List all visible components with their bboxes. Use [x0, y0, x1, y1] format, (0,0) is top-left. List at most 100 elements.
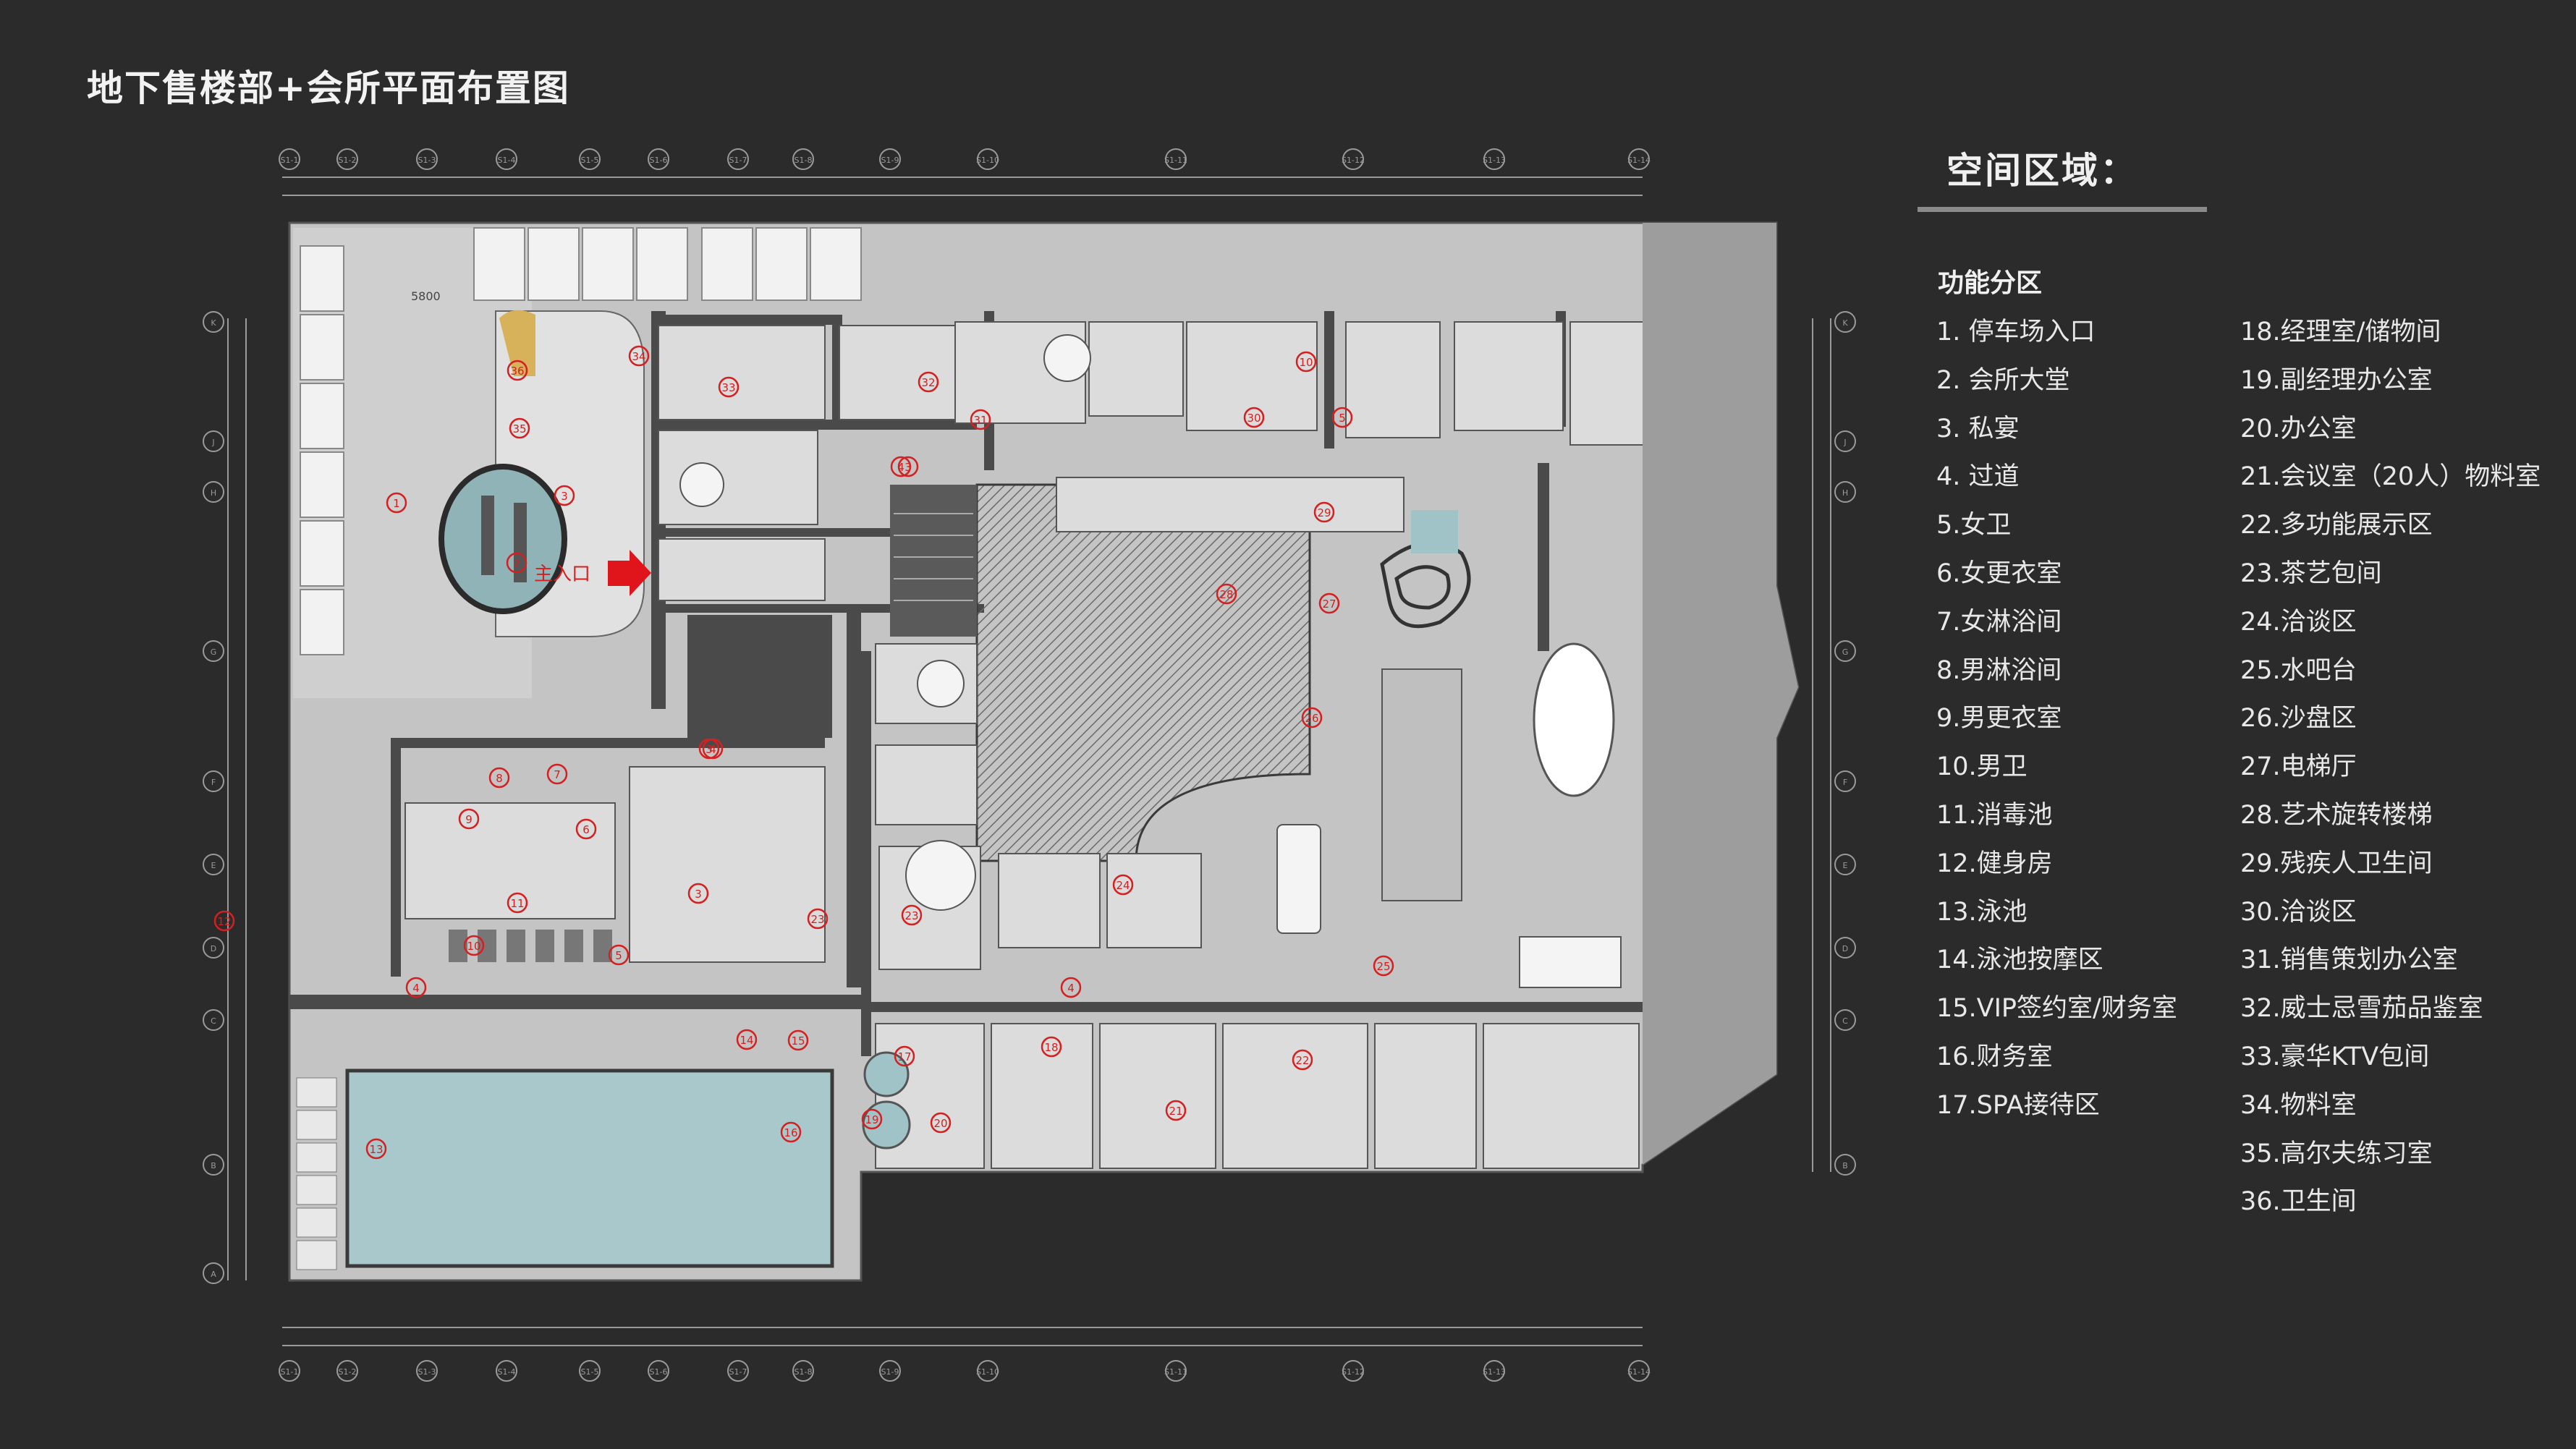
grid-label: S1-5	[581, 156, 599, 165]
room-marker-circle	[1112, 874, 1134, 896]
grid-bubble	[792, 1360, 814, 1382]
grid-label: E	[211, 861, 216, 870]
grid-label: S1-6	[650, 156, 668, 165]
legend-item: 27.电梯厅	[2240, 752, 2357, 782]
legend-underline	[1918, 207, 2207, 212]
grid-bubble	[203, 770, 224, 792]
grid-bubble	[1628, 148, 1650, 170]
room-marker-circle	[509, 417, 530, 439]
legend-item: 5.女卫	[1936, 511, 2012, 540]
room-marker-circle	[386, 492, 407, 514]
room-marker-number: 28	[1219, 588, 1233, 601]
grid-label: B	[211, 1161, 216, 1170]
room-marker-number: 19	[865, 1113, 878, 1126]
grid-label: G	[1842, 647, 1849, 657]
grid-label: S1-5	[581, 1367, 599, 1377]
room-marker-circle	[628, 345, 650, 367]
page-title: 地下售楼部+会所平面布置图	[87, 67, 570, 109]
room-marker-circle	[1331, 407, 1353, 428]
room-marker-number: 5	[615, 949, 622, 962]
grid-label: S1-14	[1627, 156, 1651, 165]
legend-item: 12.健身房	[1936, 849, 2053, 878]
furniture	[679, 334, 1622, 988]
grid-label: S1-3	[418, 156, 436, 165]
grid-label: F	[1843, 778, 1847, 787]
legend-item: 30.洽谈区	[2240, 897, 2357, 927]
grid-label: S1-2	[339, 156, 357, 165]
room-marker-circle	[1041, 1036, 1062, 1058]
grid-bubble	[1165, 1360, 1187, 1382]
legend-item: 15.VIP签约室/财务室	[1936, 994, 2177, 1024]
grid-bubble	[1834, 937, 1856, 959]
room-marker-number: 3	[706, 743, 713, 756]
legend-item: 23.茶艺包间	[2240, 558, 2382, 588]
room-marker-circle	[897, 456, 919, 477]
grid-bubble	[1165, 148, 1187, 170]
room-marker-number: 36	[510, 365, 524, 378]
room-marker-number: 11	[510, 897, 524, 910]
swimming-pool	[345, 1068, 834, 1268]
room-marker-circle	[687, 883, 709, 904]
legend-item: 24.洽谈区	[2240, 607, 2357, 637]
legend-item: 2. 会所大堂	[1936, 365, 2070, 395]
room-marker-number: 3	[561, 490, 568, 503]
room-marker-number: 33	[721, 381, 735, 394]
grid-bubble	[579, 1360, 601, 1382]
grid-label: S1-10	[976, 156, 999, 165]
grid-label: D	[1842, 944, 1848, 953]
grid-label: S1-3	[418, 1367, 436, 1377]
room-marker-circle	[554, 485, 575, 506]
main-entrance-arrow	[608, 550, 651, 596]
grid-label: S1-2	[339, 1367, 357, 1377]
room-marker-number: 14	[740, 1034, 753, 1047]
grid-bubble	[336, 148, 358, 170]
central-atrium	[975, 483, 1311, 862]
room-marker-number: 4	[709, 743, 716, 756]
room-marker-circle	[807, 908, 829, 930]
room-marker-number: 25	[1376, 960, 1390, 973]
grid-label: H	[1842, 488, 1848, 498]
grid-bubble	[977, 148, 999, 170]
grid-bubble	[1834, 481, 1856, 503]
grid-label: S1-1	[281, 1367, 299, 1377]
legend-item: 9.男更衣室	[1936, 704, 2062, 734]
grid-bubble	[1834, 770, 1856, 792]
room-marker-circle	[890, 456, 912, 477]
grid-bubble	[203, 481, 224, 503]
grid-bubble	[1834, 1154, 1856, 1176]
room-marker-circle	[718, 376, 740, 398]
legend-item: 11.消毒池	[1936, 800, 2053, 830]
room-marker-circle	[608, 944, 630, 966]
legend-item: 35.高尔夫练习室	[2240, 1139, 2433, 1168]
room-marker-circle	[213, 910, 235, 932]
grid-label: A	[211, 1270, 216, 1279]
legend-item: 1. 停车场入口	[1936, 318, 2096, 347]
legend-item: 7.女淋浴间	[1936, 607, 2062, 637]
main-entrance-label: 主入口	[534, 564, 590, 585]
stair-core	[890, 485, 977, 637]
legend-item: 3. 私宴	[1936, 414, 2020, 443]
legend-heading: 空间区域：	[1946, 150, 2138, 192]
right-service-area	[1643, 223, 1798, 1165]
grid-bubble	[416, 1360, 438, 1382]
grid-bubble	[496, 148, 517, 170]
room-marker-circle	[1373, 955, 1394, 977]
grid-bubble	[203, 854, 224, 875]
legend-item: 16.财务室	[1936, 1042, 2053, 1071]
grid-bubble	[336, 1360, 358, 1382]
grid-label: S1-13	[1483, 1367, 1506, 1377]
room-marker-number: 24	[1116, 879, 1130, 892]
grid-bubble	[1834, 1009, 1856, 1031]
room-marker-circle	[930, 1112, 952, 1134]
grid-label: S1-6	[650, 1367, 668, 1377]
grid-bubble	[279, 1360, 300, 1382]
room-marker-circle	[546, 763, 568, 785]
grid-bubble	[1483, 1360, 1505, 1382]
legend-item: 25.水吧台	[2240, 655, 2357, 685]
legend-item: 33.豪华KTV包间	[2240, 1042, 2430, 1071]
jacuzzi	[862, 1100, 911, 1150]
